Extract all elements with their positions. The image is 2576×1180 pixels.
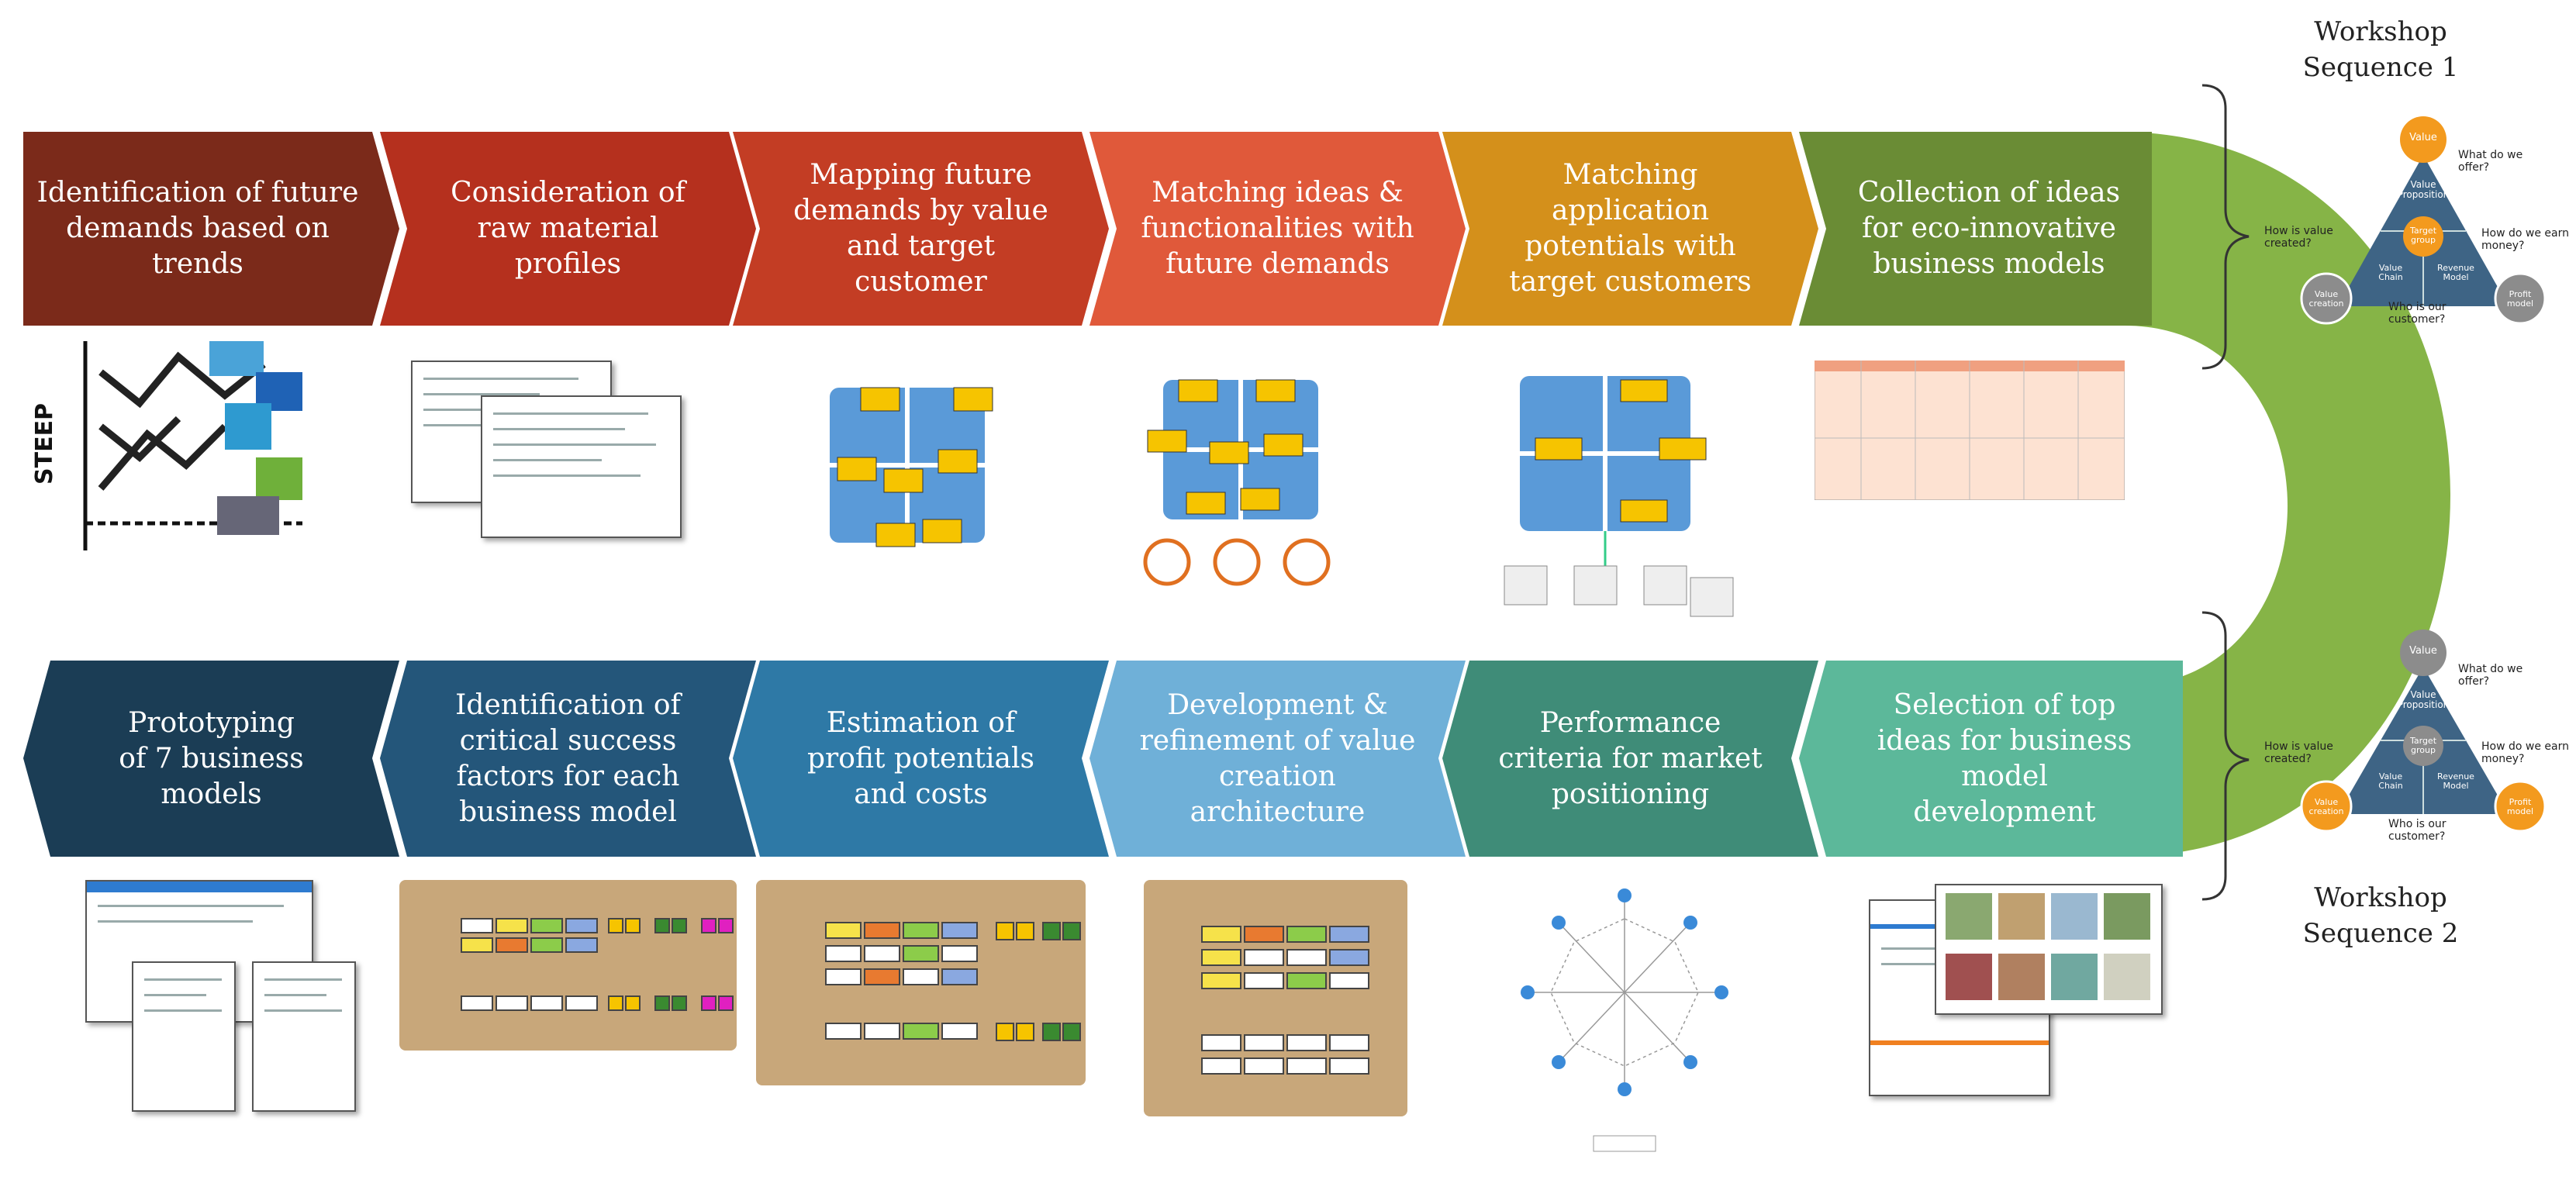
bottom-step-label-3: Estimation of profit potentials and cost… [807,706,1034,810]
top-step-arrow-4 [1089,132,1466,326]
steep-label: STEEP [31,402,58,485]
green-arc [2125,132,2450,857]
bottom-step-label-4: Development & refinement of value creati… [1139,688,1416,828]
value-triangle-top [2300,116,2547,325]
prototype-doc-2 [132,961,236,1112]
top-step-arrow-6 [1799,132,2152,326]
brace-sequence-2 [2201,611,2250,901]
triangle-b-inner-right-label: Revenue Model [2437,771,2474,791]
triangle-inner-left-label: Value Chain [2378,263,2403,282]
top-step-arrow-3 [733,132,1109,326]
bottom-step-label-2: Identification of critical success facto… [455,688,681,828]
brace-sequence-1 [2201,84,2250,370]
value-architecture-corkboard [1144,880,1407,1116]
question-who-bottom: Who is our customer? [2388,818,2447,843]
bottom-step-label-1: Prototyping of 7 business models [119,706,304,810]
triangle-b-center-label: Target group [2409,736,2437,755]
triangle-top-node-label: Value [2409,132,2437,143]
bottom-step-arrow-4 [1089,661,1466,857]
question-how-money-top: How do we earn money? [2481,227,2569,252]
bottom-step-label-5: Performance criteria for market position… [1498,706,1763,810]
question-what-top: What do we offer? [2458,149,2523,174]
triangle-b-left-node-label: Value creation [2308,797,2344,816]
value-triangle-bottom [2300,630,2547,833]
bottom-step-arrow-1 [23,661,399,857]
bottom-step-arrow-6 [1799,661,2183,857]
triangle-b-inner-top-label: Value Proposition [2397,689,2450,710]
steep-trend-thumbnail [83,341,302,550]
question-how-money-bottom: How do we earn money? [2481,740,2569,765]
performance-radar-chart [1521,888,1728,1152]
triangle-inner-right-label: Revenue Model [2437,263,2474,282]
triangle-left-node-label: Value creation [2308,289,2344,309]
triangle-right-node-label: Profit model [2506,289,2534,309]
triangle-inner-top-label: Value Proposition [2397,179,2450,200]
triangle-b-top-node-label: Value [2409,645,2437,657]
question-who-top: Who is our customer? [2388,301,2447,326]
bottom-step-arrow-2 [380,661,756,857]
top-step-arrow-2 [380,132,756,326]
selection-photo-sheet [1935,884,2163,1015]
workshop-sequence-1-label: Workshop Sequence 1 [2302,16,2459,83]
question-how-value-top: How is value created? [2264,225,2333,250]
ansoff-matrix-thumbnail-1 [830,387,993,547]
top-step-arrow-1 [23,132,399,326]
prototype-doc-3 [252,961,356,1112]
triangle-b-inner-left-label: Value Chain [2378,771,2403,791]
top-step-label-5: Matching application potentials with tar… [1509,159,1752,298]
top-step-label-3: Mapping future demands by value and targ… [793,159,1048,298]
ansoff-matrix-thumbnail-2 [1143,379,1331,586]
triangle-center-label: Target group [2409,226,2437,245]
question-how-value-bottom: How is value created? [2264,740,2333,765]
success-factors-corkboard [399,880,737,1051]
question-what-bottom: What do we offer? [2458,663,2523,688]
bottom-step-arrow-5 [1442,661,1818,857]
profit-potentials-corkboard [756,880,1086,1085]
top-step-label-1: Identification of future demands based o… [36,177,359,280]
ideas-collection-table [1815,361,2125,500]
top-step-label-4: Matching ideas & functionalities with fu… [1141,177,1414,280]
bottom-step-label-6: Selection of top ideas for business mode… [1877,688,2132,828]
raw-material-document-2 [481,395,682,538]
bottom-step-arrow-3 [733,661,1109,857]
top-step-label-2: Consideration of raw material profiles [451,177,685,280]
ansoff-matrix-thumbnail-3 [1504,376,1734,617]
workshop-sequence-2-label: Workshop Sequence 2 [2302,882,2459,949]
triangle-b-right-node-label: Profit model [2506,797,2534,816]
top-step-label-6: Collection of ideas for eco-innovative b… [1857,177,2121,280]
top-step-arrow-5 [1442,132,1818,326]
